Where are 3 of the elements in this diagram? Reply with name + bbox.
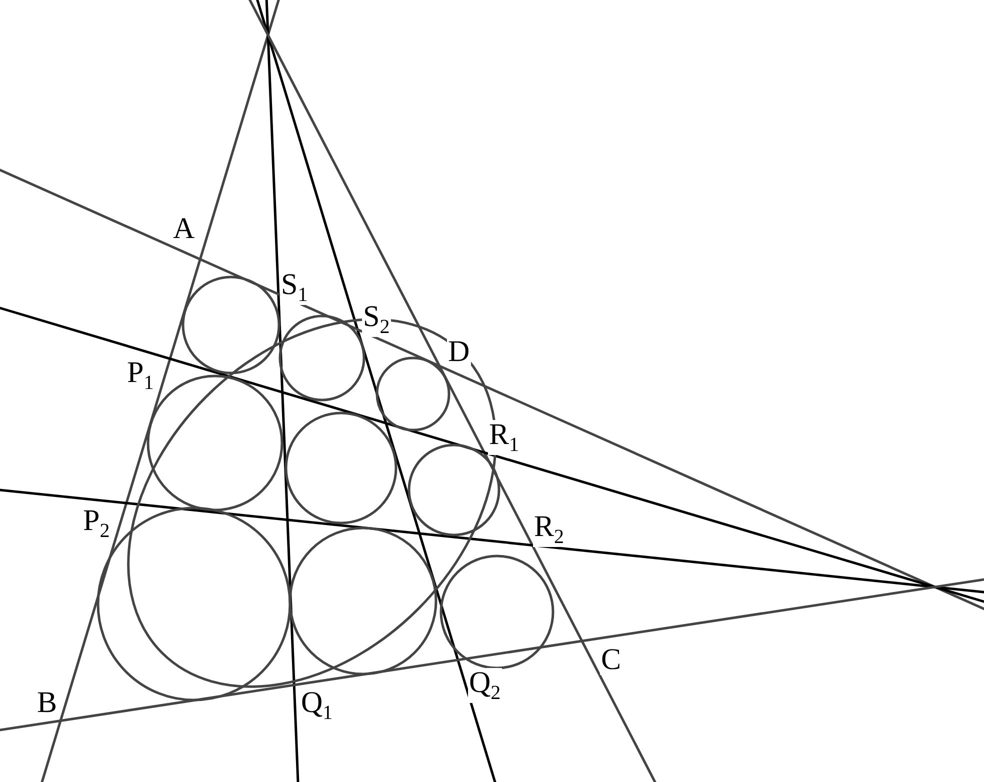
point-label: Q$_{2}$	[468, 668, 502, 703]
point-label: R$_{1}$	[488, 420, 520, 455]
point-label: D	[447, 337, 471, 367]
